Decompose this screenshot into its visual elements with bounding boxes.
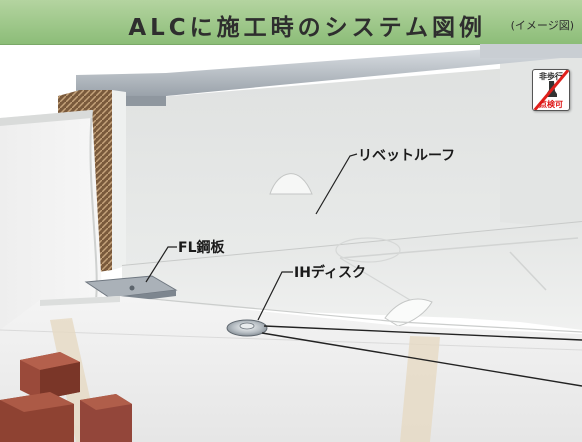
peeled-membrane: [384, 298, 433, 327]
metal-coping: [76, 42, 582, 96]
zoom-line-upper: [263, 325, 582, 341]
brick-blocks: [0, 352, 132, 442]
callout-line-ih-disk: [257, 271, 293, 321]
membrane: [122, 222, 582, 330]
illustration: [0, 42, 582, 442]
sign-top-text: 非歩行: [539, 72, 563, 81]
roof-illustration: [0, 42, 582, 442]
diagram-subtitle: (イメージ図): [510, 19, 574, 32]
alc-slab: [0, 296, 582, 442]
label-fl-plate: FL鋼板: [178, 240, 225, 256]
callout-line-rivet-roof: [315, 153, 358, 215]
no-walking-sign: 非歩行 点検可: [532, 69, 570, 111]
label-ih-disk: IHディスク: [294, 265, 366, 281]
diagram-title: ALCに施工時のシステム図例: [128, 15, 486, 41]
zoom-line-lower: [261, 332, 582, 387]
label-rivet-roof: リベットルーフ: [358, 148, 456, 164]
title-bar: ALCに施工時のシステム図例 (イメージ図): [0, 0, 582, 45]
corner-fillet: [269, 173, 313, 195]
callout-line-fl-plate: [145, 246, 177, 283]
sign-bottom-text: 点検可: [539, 100, 563, 109]
parapet-back-wall: [122, 62, 582, 268]
